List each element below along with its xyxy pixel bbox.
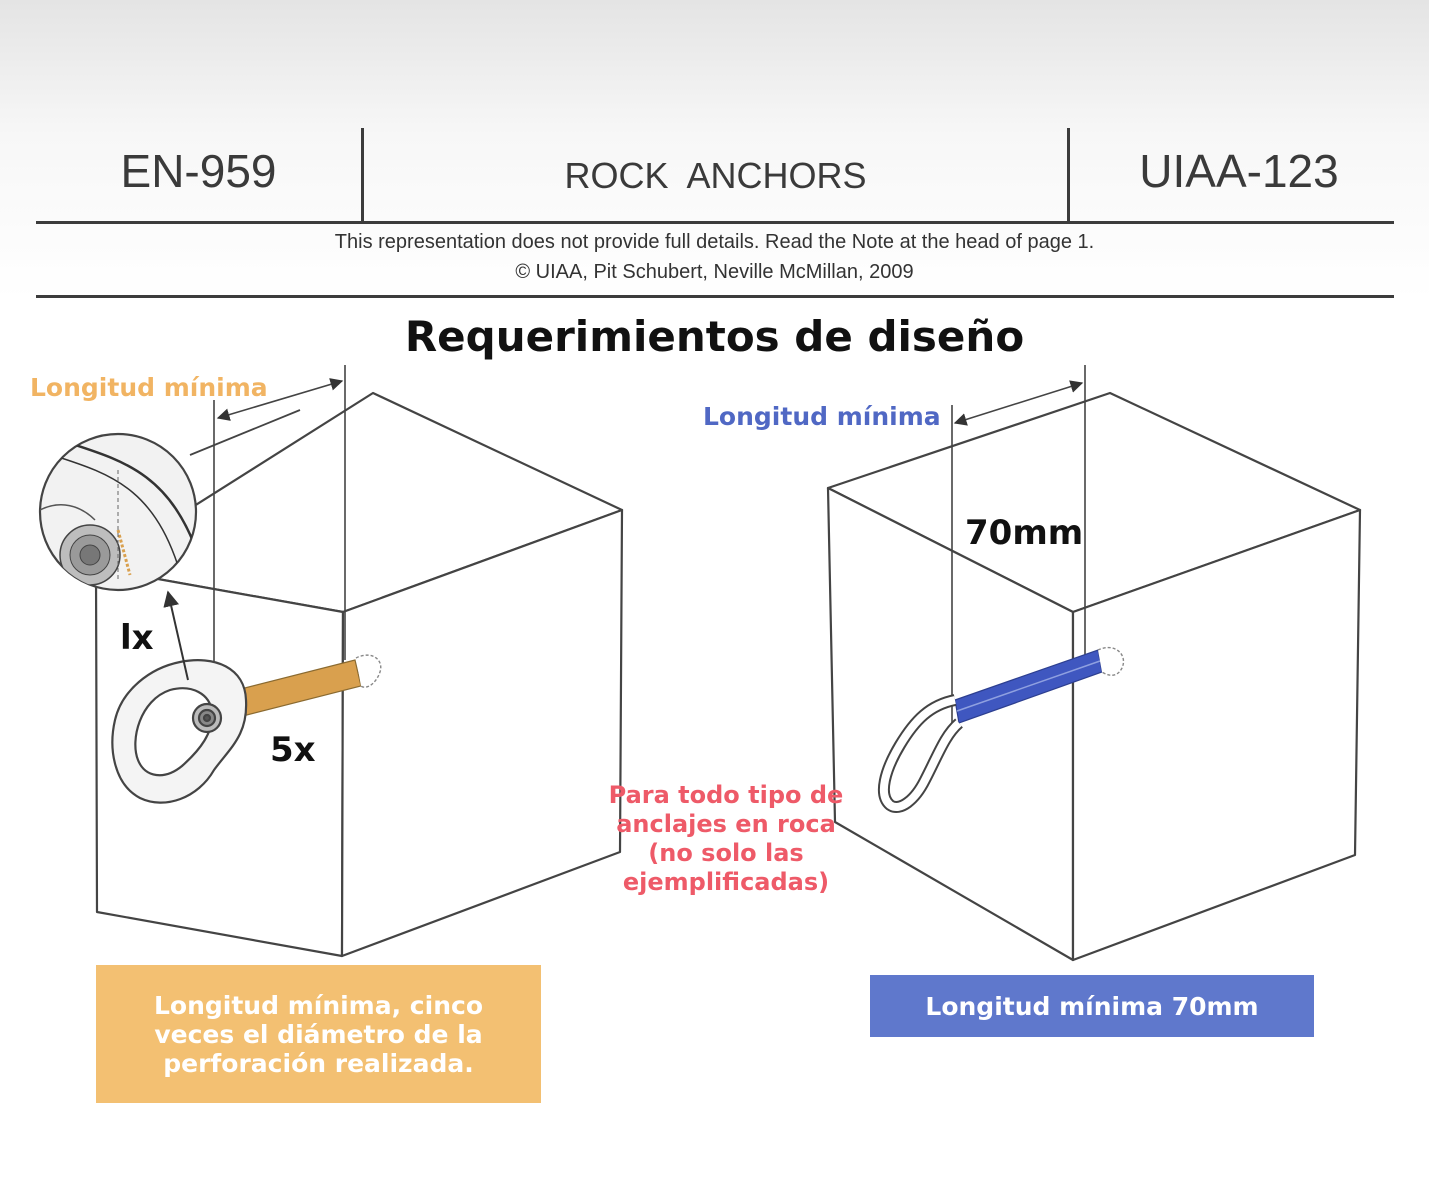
right-anchor-rod bbox=[877, 646, 1125, 813]
standard-code-en: EN-959 bbox=[120, 145, 277, 197]
left-hanger-ring bbox=[111, 659, 248, 804]
header-note: This representation does not provide ful… bbox=[334, 231, 1095, 253]
zoom-connector bbox=[189, 409, 301, 456]
header-background bbox=[0, 0, 1429, 300]
zoom-detail-circle bbox=[38, 432, 198, 592]
right-rock-cube bbox=[826, 391, 1362, 962]
header-top-divider bbox=[36, 221, 1394, 224]
left-caption-text: Longitud mínima, cinco veces el diámetro… bbox=[153, 990, 483, 1078]
right-caption-box: Longitud mínima 70mm bbox=[870, 975, 1314, 1037]
header-bottom-divider bbox=[36, 295, 1394, 298]
right-min-length-label: Longitud mínima bbox=[703, 402, 941, 431]
header-divider-right bbox=[1067, 128, 1070, 223]
label-70mm: 70mm bbox=[965, 513, 1084, 553]
left-caption-box: Longitud mínima, cinco veces el diámetro… bbox=[96, 965, 541, 1103]
label-1x: lx bbox=[120, 618, 154, 658]
center-note: Para todo tipo de anclajes en roca (no s… bbox=[608, 781, 844, 896]
label-5x: 5x bbox=[270, 730, 316, 770]
header-divider-left bbox=[361, 128, 364, 223]
right-dimension-guides bbox=[951, 365, 1086, 725]
header-copyright: © UIAA, Pit Schubert, Neville McMillan, … bbox=[515, 261, 914, 283]
standard-code-uiaa: UIAA-123 bbox=[1139, 145, 1339, 197]
left-min-length-label: Longitud mínima bbox=[30, 373, 268, 402]
standard-title: ROCK ANCHORS bbox=[564, 155, 867, 196]
left-dimension-guides bbox=[213, 365, 346, 700]
zoom-pointer-arrow bbox=[163, 590, 189, 681]
right-caption-text: Longitud mínima 70mm bbox=[925, 991, 1259, 1021]
page-title: Requerimientos de diseño bbox=[404, 312, 1025, 361]
